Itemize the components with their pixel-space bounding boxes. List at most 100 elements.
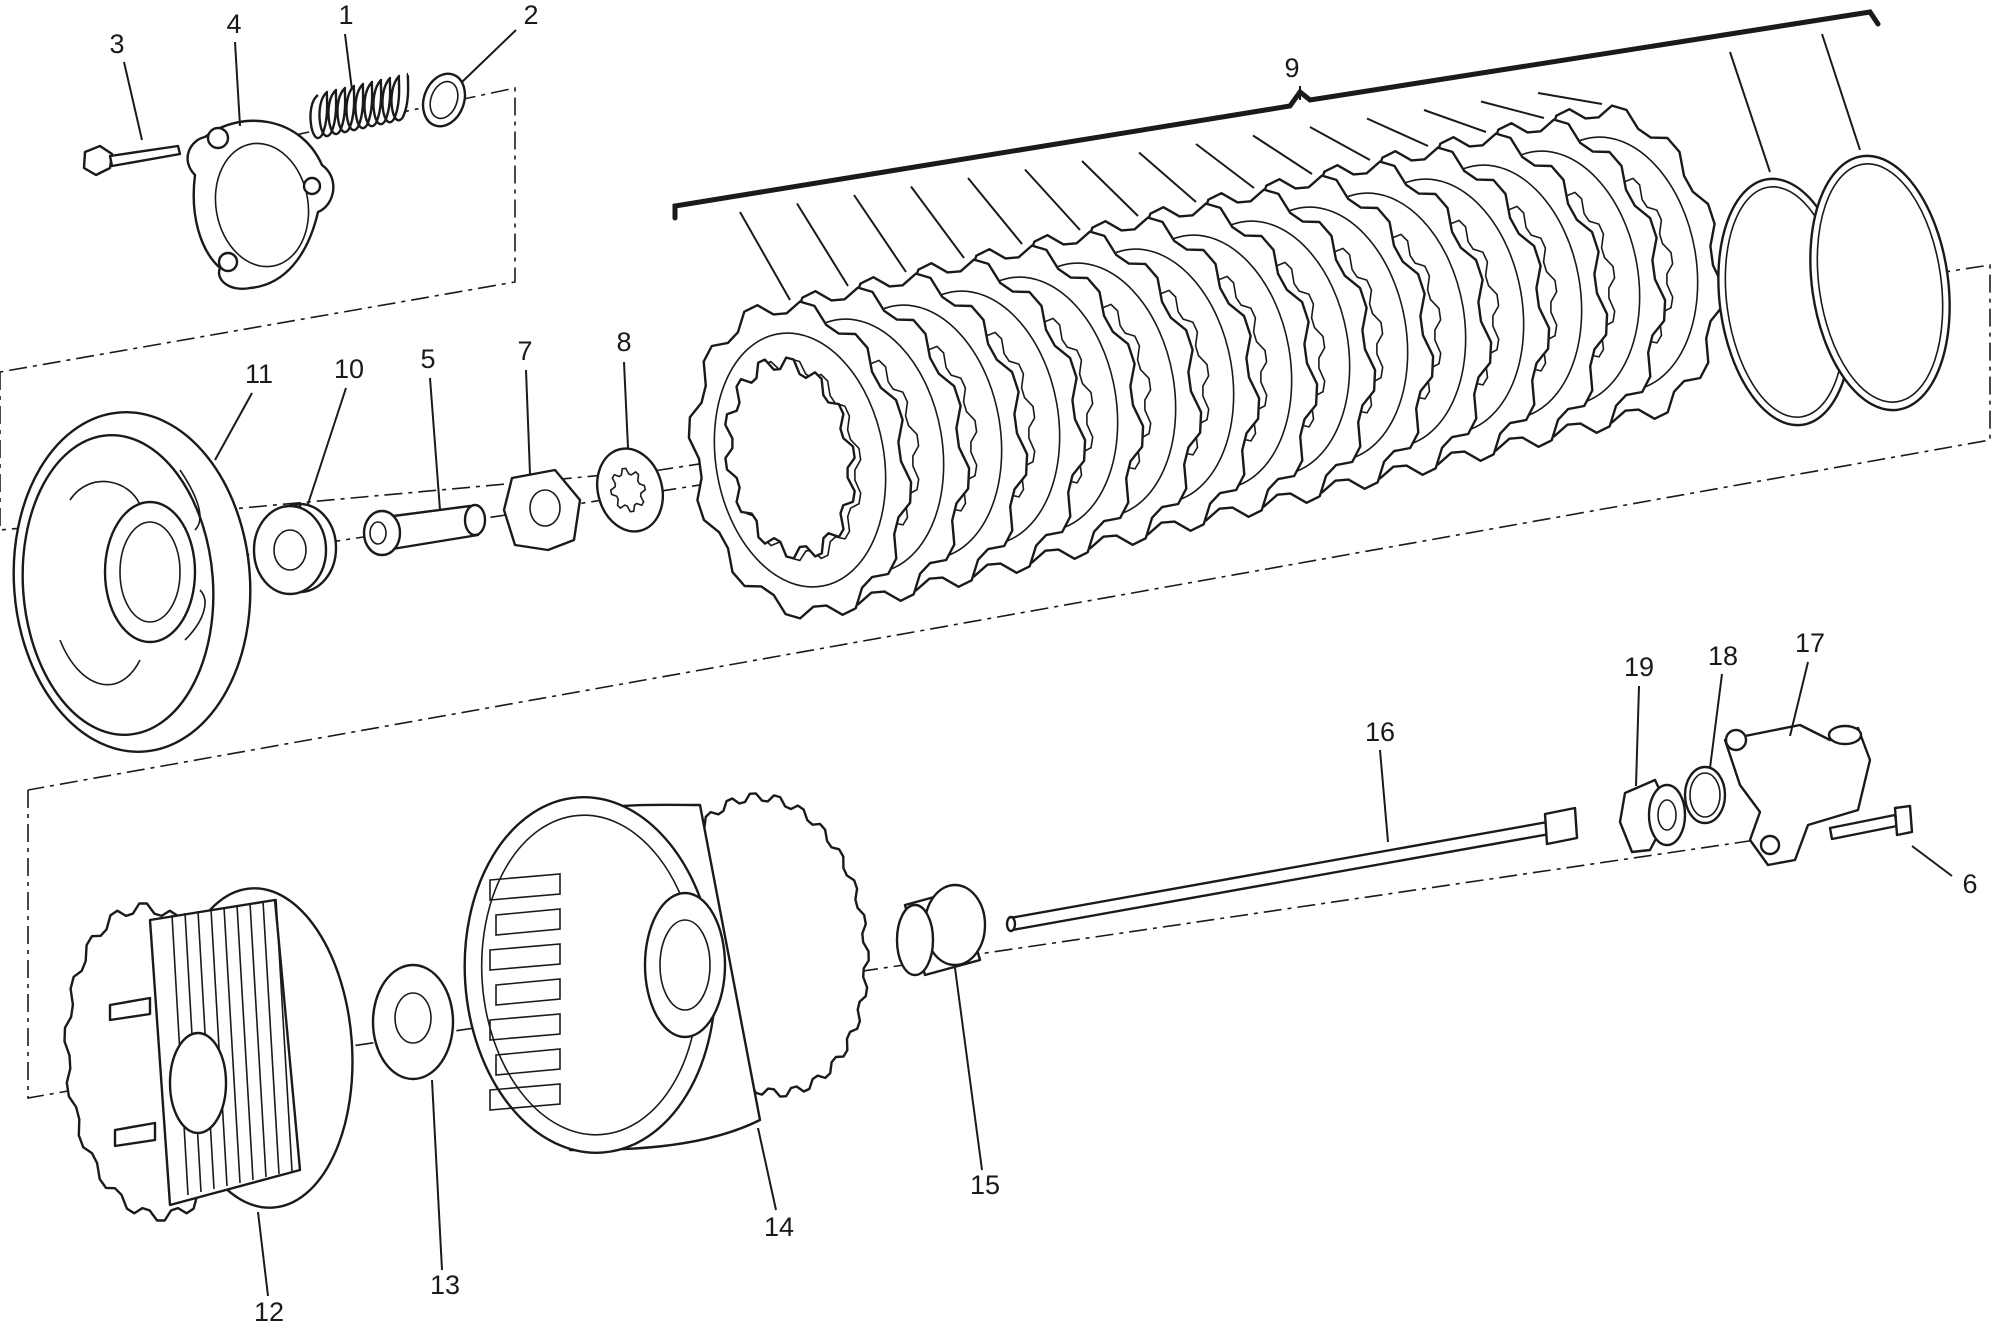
callout-9: 9	[1284, 53, 1299, 83]
hub-spline-line	[275, 898, 293, 1172]
housing-slot	[489, 943, 561, 971]
leader-9-fan	[910, 185, 965, 259]
leader-16	[1379, 749, 1389, 843]
leader-18	[1709, 673, 1723, 769]
clutch-housing	[463, 792, 870, 1154]
leader-7	[525, 369, 531, 475]
thrust-washer-outer	[371, 963, 455, 1081]
leader-14	[757, 1127, 777, 1211]
cylinder-mount-hole-b	[1759, 834, 1781, 856]
leader-lines	[123, 29, 1953, 1297]
leader-9-fan	[796, 202, 849, 287]
pushrod-plunger	[362, 503, 487, 557]
pressure-plate-hub	[103, 500, 197, 644]
housing-center-bore	[659, 919, 711, 1011]
spring-coils	[309, 72, 410, 140]
leader-9-fan	[1480, 100, 1545, 119]
leader-9-fan	[1252, 134, 1313, 175]
leader-1	[344, 33, 353, 91]
leader-9-fan	[1081, 160, 1139, 217]
cylinder-mount-hole-a	[1724, 728, 1748, 752]
leader-2	[461, 29, 517, 83]
hub-post-upper	[108, 996, 152, 1022]
retainer-outer	[421, 72, 467, 128]
leader-9-fan	[1537, 92, 1603, 105]
nut-hex	[502, 468, 582, 552]
housing-slot	[495, 908, 561, 936]
clutch-spring	[309, 72, 410, 140]
plunger-collar	[362, 509, 402, 557]
plunger-tip	[369, 521, 387, 545]
callout-17: 17	[1795, 628, 1825, 658]
o-ring-inner	[1689, 772, 1721, 818]
slave-piston	[1618, 778, 1687, 854]
leader-9-fan-ring-a	[1729, 51, 1771, 173]
leader-19	[1635, 685, 1640, 787]
housing-slot	[489, 873, 561, 901]
bushing-end	[895, 903, 935, 977]
callout-13: 13	[430, 1270, 460, 1300]
plate-bolt-hole-a	[206, 126, 230, 150]
leader-6	[1911, 845, 1953, 877]
pressure-plate-bore	[119, 521, 181, 623]
pressure-plate	[12, 411, 252, 753]
leader-8	[623, 361, 629, 449]
hub-spline-line	[262, 900, 280, 1175]
callout-3: 3	[109, 29, 124, 59]
leader-10	[307, 387, 347, 505]
leader-12	[257, 1211, 269, 1297]
leader-3	[123, 61, 143, 141]
callout-6: 6	[1962, 869, 1977, 899]
leader-15	[954, 967, 983, 1171]
callout-19: 19	[1624, 652, 1654, 682]
axis-bottom-group	[27, 790, 121, 1099]
callout-2: 2	[523, 0, 538, 30]
cylinder-bolt	[1828, 804, 1914, 841]
washer-outer	[596, 447, 664, 533]
leader-9-fan	[1195, 143, 1255, 189]
hub-nut	[502, 468, 582, 552]
callout-10: 10	[334, 354, 364, 384]
spring-screw	[82, 144, 182, 177]
piston-face	[1647, 783, 1687, 847]
callout-labels: 1 2 3 4 5 6 7 8 9 10 11 12 13 14 15 16 1…	[109, 0, 1977, 1327]
pushrod	[1005, 806, 1579, 933]
thrust-washer-inner	[394, 992, 432, 1044]
clutch-hub	[63, 887, 354, 1222]
housing-slot	[489, 1013, 561, 1041]
thin-ring-b-inner	[1816, 163, 1944, 403]
front-plate-inner-teeth	[724, 356, 856, 560]
leader-9-fan	[1309, 126, 1371, 161]
hub-spline-line	[223, 906, 241, 1184]
callout-7: 7	[517, 336, 532, 366]
callout-16: 16	[1365, 717, 1395, 747]
callout-14: 14	[764, 1212, 794, 1242]
leader-4	[234, 41, 241, 127]
pushrod-end	[1005, 915, 1017, 933]
leader-9-fan	[1423, 109, 1487, 133]
leader-9-fan	[1138, 151, 1197, 203]
leader-13	[431, 1079, 443, 1271]
housing-slot	[495, 1048, 561, 1076]
nut-bore	[529, 489, 561, 527]
callout-8: 8	[616, 327, 631, 357]
o-ring	[1683, 765, 1727, 825]
leader-9-fan	[1024, 168, 1081, 231]
retainer-inner	[429, 80, 459, 120]
o-ring-outer	[1683, 765, 1727, 825]
thrust-washer	[371, 963, 455, 1081]
plate-inner-band	[713, 332, 887, 588]
cylinder-body	[1723, 723, 1872, 867]
bearing-front	[252, 504, 328, 596]
callout-15: 15	[970, 1170, 1000, 1200]
parts-layer	[12, 72, 1951, 1222]
callout-4: 4	[226, 9, 241, 39]
spring-cover-plate	[186, 119, 335, 290]
housing-center-boss	[643, 891, 727, 1039]
plate-bolt-hole-c	[217, 251, 239, 273]
callout-12: 12	[254, 1297, 284, 1327]
callout-11: 11	[245, 359, 273, 389]
thin-ring-b	[1809, 154, 1951, 412]
plunger-end	[463, 503, 487, 537]
leader-9-fan-ring-b	[1821, 33, 1861, 151]
